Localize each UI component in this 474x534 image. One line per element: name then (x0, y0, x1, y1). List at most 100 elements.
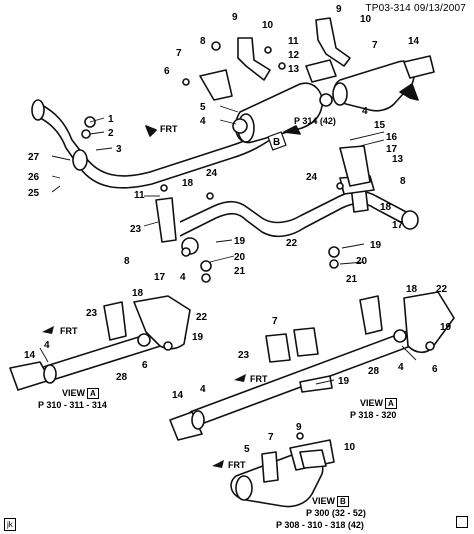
callout-label: 26 (28, 172, 40, 183)
view-b-ref-2: P 308 - 310 - 318 (42) (276, 520, 364, 530)
callout-label: 19 (338, 376, 350, 387)
view-arrow-icon (399, 83, 419, 101)
view-letter: B (273, 137, 280, 148)
view-b-drawing (230, 432, 335, 508)
view-b-ref-top: P 314 (42) (294, 116, 336, 126)
callout-label: 21 (346, 274, 358, 285)
view-arrow-icon (283, 125, 301, 135)
callout-label: 8 (200, 36, 206, 47)
callout-label: 27 (28, 152, 40, 163)
callout-label: 14 (172, 390, 184, 401)
callout-label: 5 (200, 102, 206, 113)
resonator-top (332, 55, 435, 112)
callout-label: 18 (380, 202, 392, 213)
callout-label: 23 (86, 308, 98, 319)
callout-label: 19 (370, 240, 382, 251)
frt-label: FRT (228, 460, 246, 470)
callout-label: 10 (262, 20, 274, 31)
callout-label: 13 (288, 64, 300, 75)
callout-label: 8 (124, 256, 130, 267)
callout-label: 6 (142, 360, 148, 371)
callout-label: 24 (306, 172, 318, 183)
callout-numbers: 9 9 10 10 11 12 13 14 7 7 6 8 5 4 4 1 2 … (24, 4, 452, 455)
callout-label: 11 (288, 36, 299, 47)
callout-label: 8 (400, 176, 406, 187)
callout-label: 18 (132, 288, 144, 299)
hangers-top (182, 17, 351, 101)
corner-tag: jk (4, 518, 16, 531)
frt-arrow-icon (212, 460, 224, 468)
callout-label: 22 (196, 312, 208, 323)
frt-label: FRT (60, 326, 78, 336)
callout-label: 10 (360, 14, 372, 25)
callout-label: 28 (368, 366, 380, 377)
callout-label: 22 (286, 238, 298, 249)
leader-lines (39, 105, 417, 385)
diagram-code: TP03-314 09/13/2007 (365, 3, 466, 14)
callout-label: 21 (234, 266, 246, 277)
view-b-marker: B (267, 131, 287, 151)
frt-label: FRT (160, 124, 178, 134)
callout-label: 17 (392, 220, 404, 231)
view-a-right-ref: P 318 - 320 (350, 410, 397, 420)
callout-label: 9 (336, 4, 342, 15)
callout-label: 4 (200, 116, 206, 127)
callout-label: 12 (288, 50, 300, 61)
clamps-top (81, 93, 333, 139)
callout-label: 23 (130, 224, 142, 235)
callout-label: 4 (398, 362, 404, 373)
callout-label: 20 (356, 256, 368, 267)
frt-arrow-icon (234, 374, 246, 382)
callout-label: 19 (234, 236, 246, 247)
callout-label: 4 (44, 340, 50, 351)
view-a-left-ref: P 310 - 311 - 314 (38, 400, 107, 410)
callout-label: 15 (374, 120, 386, 131)
callout-label: 17 (154, 272, 166, 283)
book-icon (456, 516, 468, 528)
tailpipe-mid (155, 145, 419, 283)
callout-label: 7 (176, 48, 182, 59)
frt-arrow-icon (145, 125, 157, 137)
callout-label: 1 (108, 114, 114, 125)
callout-label: 6 (432, 364, 438, 375)
callout-label: 18 (182, 178, 194, 189)
frt-indicators: FRT FRT FRT FRT (42, 124, 268, 470)
frt-label: FRT (250, 374, 268, 384)
pipe-flange-icon (31, 99, 45, 121)
callout-label: 22 (436, 284, 448, 295)
callout-label: 2 (108, 128, 114, 139)
callout-label: 16 (386, 132, 398, 143)
callout-label: 14 (408, 36, 420, 47)
view-b-ref-1: P 300 (32 - 52) (306, 508, 366, 518)
callout-label: 9 (296, 422, 302, 433)
callout-label: 7 (272, 316, 278, 327)
callout-label: 10 (344, 442, 356, 453)
callout-label: 23 (238, 350, 250, 361)
view-a-right-drawing (169, 291, 455, 441)
callout-label: 19 (192, 332, 204, 343)
callout-label: 4 (200, 384, 206, 395)
callout-label: 18 (406, 284, 418, 295)
muffler-top (234, 82, 341, 144)
callout-label: 7 (268, 432, 274, 443)
callout-label: 25 (28, 188, 40, 199)
callout-label: 28 (116, 372, 128, 383)
callout-label: 24 (206, 168, 218, 179)
view-a-left-drawing (9, 295, 191, 391)
callout-label: 6 (164, 66, 170, 77)
callout-label: 9 (232, 12, 238, 23)
callout-label: 3 (116, 144, 122, 155)
callout-label: 17 (386, 144, 398, 155)
callout-label: 5 (244, 444, 250, 455)
callout-label: 4 (362, 106, 368, 117)
frt-arrow-icon (42, 326, 54, 334)
callout-label: 13 (392, 154, 404, 165)
callout-label: 7 (372, 40, 378, 51)
callout-label: 19 (440, 322, 452, 333)
callout-label: 11 (134, 190, 145, 201)
